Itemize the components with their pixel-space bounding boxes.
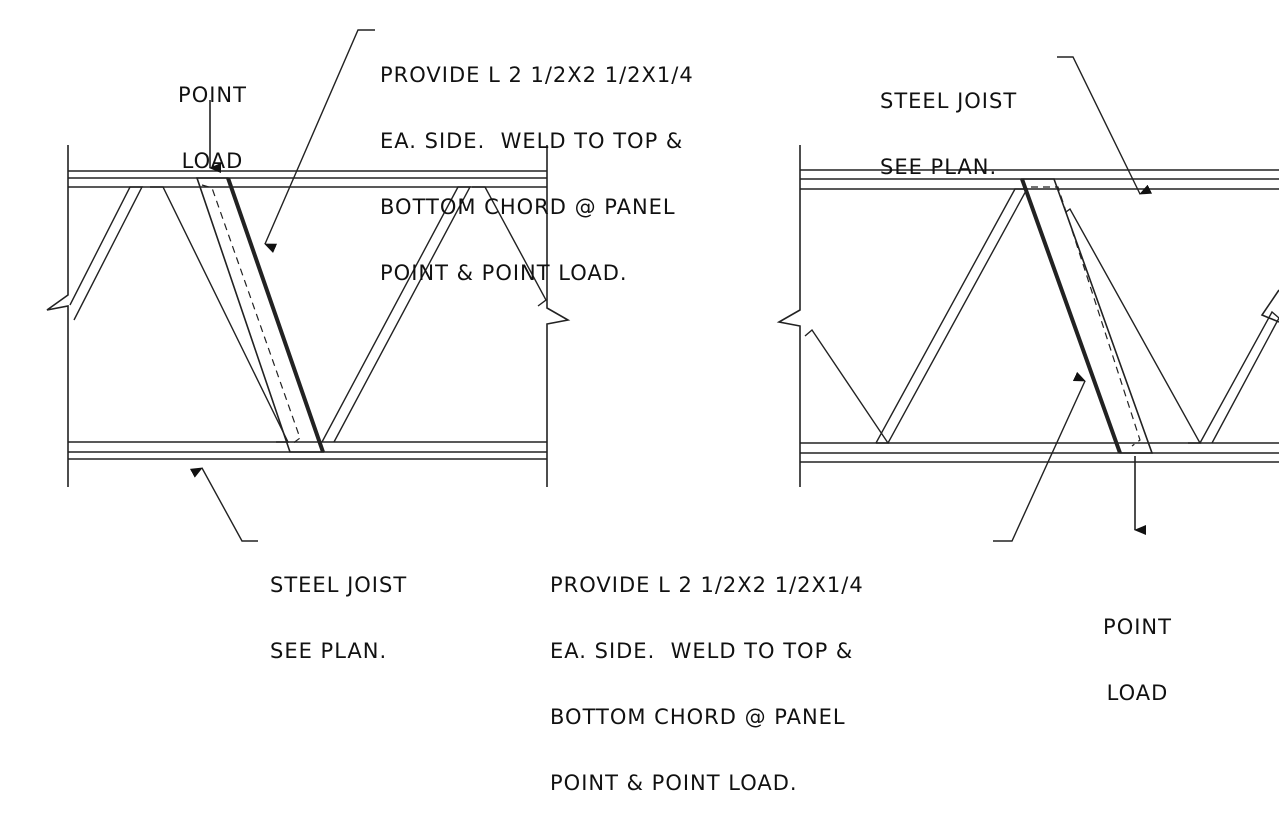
left-angle-note-line-4: POINT & POINT LOAD. (380, 261, 628, 285)
right-angle-note: PROVIDE L 2 1/2X2 1/2X1/4 EA. SIDE. WELD… (550, 530, 864, 816)
right-angle-note-leader (993, 371, 1086, 541)
left-angle-note-line-3: BOTTOM CHORD @ PANEL (380, 195, 676, 219)
left-joist-note-line-2: SEE PLAN. (270, 639, 388, 663)
right-joist-note-line-1: STEEL JOIST (880, 89, 1018, 113)
right-break-line-left (779, 145, 800, 487)
left-angle-note: PROVIDE L 2 1/2X2 1/2X1/4 EA. SIDE. WELD… (380, 20, 694, 306)
right-joist-note: STEEL JOIST SEE PLAN. (880, 46, 1017, 200)
right-break-line-right (1262, 290, 1279, 322)
right-joist-note-leader (1057, 57, 1153, 195)
right-angle-note-line-4: POINT & POINT LOAD. (550, 771, 798, 795)
left-break-line-left (47, 145, 68, 487)
right-reinforcing-angle (1022, 179, 1152, 453)
right-point-load-label: POINT LOAD (1085, 572, 1190, 726)
right-angle-note-line-3: BOTTOM CHORD @ PANEL (550, 705, 846, 729)
right-web-members (805, 189, 1279, 443)
left-reinforcing-angle (197, 178, 323, 452)
right-joist-detail (779, 57, 1279, 541)
left-point-load-line-1: POINT (178, 83, 247, 107)
left-angle-note-line-1: PROVIDE L 2 1/2X2 1/2X1/4 (380, 63, 694, 87)
left-break-line-right (547, 145, 568, 487)
right-angle-note-line-2: EA. SIDE. WELD TO TOP & (550, 639, 854, 663)
left-point-load-line-2: LOAD (181, 149, 244, 173)
right-bottom-chord (800, 443, 1279, 462)
right-angle-note-line-1: PROVIDE L 2 1/2X2 1/2X1/4 (550, 573, 864, 597)
left-bottom-chord (68, 442, 547, 459)
left-angle-note-leader (264, 30, 375, 253)
left-joist-note-leader (189, 467, 258, 541)
left-angle-note-line-2: EA. SIDE. WELD TO TOP & (380, 129, 684, 153)
right-point-load-line-2: LOAD (1106, 681, 1169, 705)
left-joist-detail (47, 30, 568, 541)
right-joist-note-line-2: SEE PLAN. (880, 155, 998, 179)
left-joist-note-line-1: STEEL JOIST (270, 573, 408, 597)
left-web-members (70, 187, 546, 442)
right-point-load-line-1: POINT (1103, 615, 1172, 639)
joist-reinforcement-detail-drawing (0, 0, 1279, 637)
left-point-load-label: POINT LOAD (160, 40, 265, 194)
left-joist-note: STEEL JOIST SEE PLAN. (270, 530, 407, 684)
